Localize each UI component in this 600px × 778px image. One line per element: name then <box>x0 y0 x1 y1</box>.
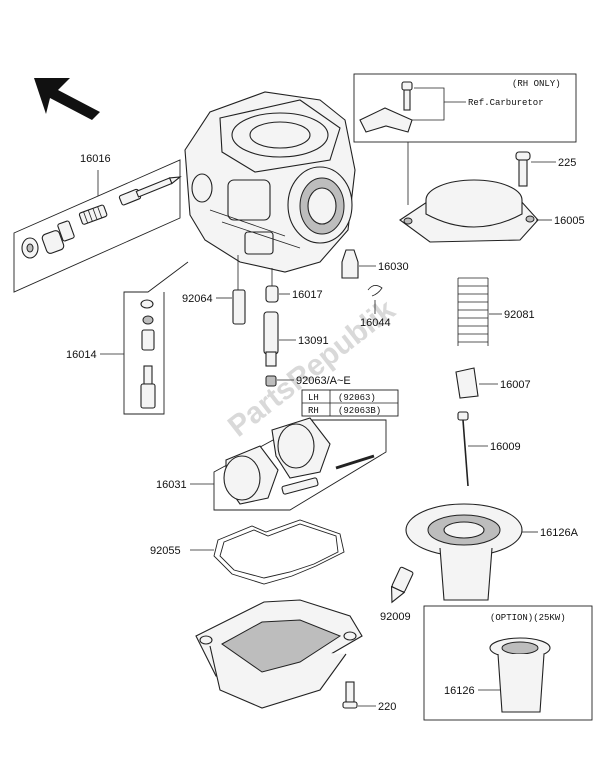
front-arrow-icon <box>34 78 100 120</box>
label-16017: 16017 <box>292 289 323 301</box>
float-bowl <box>195 599 363 709</box>
option-box: (OPTION)(25KW) <box>423 605 593 721</box>
label-16016: 16016 <box>80 153 111 165</box>
table-part-rh: (92063B) <box>338 406 381 416</box>
label-16014: 16014 <box>66 349 97 361</box>
label-13091: 13091 <box>298 335 329 347</box>
label-16031: 16031 <box>156 479 187 491</box>
part-16009 <box>457 411 469 487</box>
part-16016-group <box>13 159 182 293</box>
label-16007: 16007 <box>500 379 531 391</box>
part-92055 <box>213 519 345 585</box>
part-16031-group <box>213 417 387 511</box>
part-92081 <box>457 277 489 346</box>
label-220: 220 <box>378 701 396 713</box>
part-13091 <box>263 311 279 367</box>
label-92009: 92009 <box>380 611 411 623</box>
option-title: (OPTION)(25KW) <box>490 613 566 623</box>
table-side-lh: LH <box>308 393 319 403</box>
label-16005: 16005 <box>554 215 585 227</box>
part-220 <box>342 681 358 709</box>
label-16009: 16009 <box>490 441 521 453</box>
part-225 <box>515 151 531 187</box>
ref-carburetor-label: Ref.Carburetor <box>468 98 544 108</box>
label-16126: 16126 <box>444 685 475 697</box>
part-92064 <box>232 255 246 325</box>
label-16030: 16030 <box>378 261 409 273</box>
carburetor-body <box>184 91 356 273</box>
part-16017 <box>265 268 279 303</box>
label-16126A: 16126A <box>540 527 579 539</box>
part-92009 <box>390 566 414 604</box>
label-92063: 92063/A~E <box>296 375 351 387</box>
part-16014-group <box>123 261 189 415</box>
rh-only-box: (RH ONLY) Ref.Carburetor <box>353 73 577 143</box>
part-16007 <box>455 367 479 399</box>
label-92064: 92064 <box>182 293 213 305</box>
table-part-lh: (92063) <box>338 393 376 403</box>
table-side-rh: RH <box>308 406 319 416</box>
rh-only-title: (RH ONLY) <box>512 79 561 89</box>
lh-rh-table: LH (92063) RH (92063B) <box>301 389 399 417</box>
label-16044: 16044 <box>360 317 391 329</box>
part-16030 <box>341 249 359 279</box>
part-16044 <box>367 285 383 297</box>
part-16005 <box>399 179 539 243</box>
label-92081: 92081 <box>504 309 535 321</box>
part-92063 <box>265 375 277 387</box>
part-16126A <box>405 503 523 601</box>
label-225: 225 <box>558 157 576 169</box>
label-92055: 92055 <box>150 545 181 557</box>
